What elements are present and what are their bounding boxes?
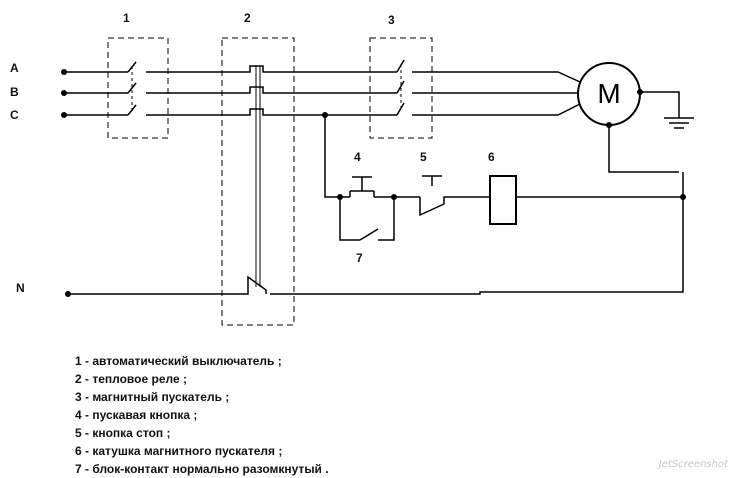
phase-c-line [64, 102, 581, 116]
legend-item: 1 - автоматический выключатель ; [75, 354, 282, 368]
legend-item: 7 - блок-контакт нормально разомкнутый . [75, 462, 329, 476]
stop-button-symbol [419, 175, 490, 217]
thermal-relay-linkage [255, 66, 261, 287]
junction-dots [61, 69, 686, 297]
legend-item: 3 - магнитный пускатель ; [75, 390, 230, 404]
phase-b-line [64, 80, 578, 94]
phase-label-a: A [10, 61, 19, 75]
motor-ground-line [640, 91, 680, 118]
start-button-symbol [340, 176, 420, 198]
legend-item: 6 - катушка магнитного пускателя ; [75, 444, 283, 458]
motor-to-control-line [608, 125, 679, 173]
aux-contact-symbol [339, 197, 395, 241]
watermark: JetScreenshot [658, 459, 728, 470]
starter-box [369, 37, 433, 139]
right-bus-line [270, 172, 684, 295]
neutral-line [68, 275, 267, 295]
ground-icon [664, 117, 694, 129]
phase-label-n: N [16, 281, 25, 295]
breaker-box [107, 37, 169, 139]
legend: 1 - автоматический выключатель ; 2 - теп… [75, 352, 329, 478]
label-thermal-relay: 2 [244, 11, 251, 25]
label-coil: 6 [488, 150, 495, 164]
label-breaker: 1 [123, 11, 130, 25]
legend-item: 4 - пускавая кнопка ; [75, 408, 198, 422]
label-stop-button: 5 [420, 150, 427, 164]
control-feed-line [324, 115, 340, 198]
phase-label-c: C [10, 108, 19, 122]
phase-a-line [64, 59, 581, 83]
coil-symbol [489, 175, 517, 225]
label-start-button: 4 [354, 150, 361, 164]
label-aux-contact: 7 [356, 251, 363, 265]
label-starter: 3 [388, 13, 395, 27]
phase-label-b: B [10, 85, 19, 99]
motor-symbol: M [597, 78, 620, 109]
legend-item: 5 - кнопка стоп ; [75, 426, 171, 440]
thermal-relay-box [221, 37, 295, 326]
legend-item: 2 - тепловое реле ; [75, 372, 187, 386]
